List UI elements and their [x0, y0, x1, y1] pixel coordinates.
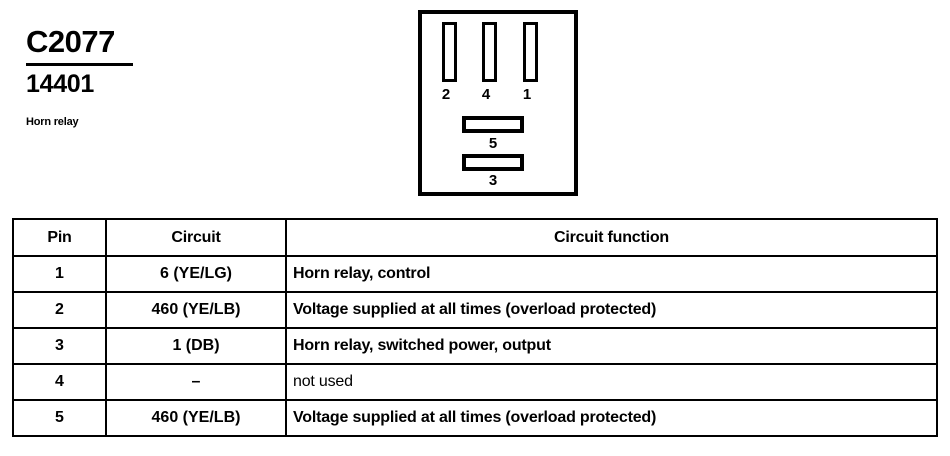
component-name: Horn relay	[26, 116, 79, 128]
connector-slot-pin-5	[462, 116, 524, 133]
connector-slot-pin-1	[523, 22, 538, 82]
column-header-circuit: Circuit	[105, 218, 287, 257]
cell-circuit: 6 (YE/LG)	[105, 255, 287, 293]
cell-pin: 5	[12, 399, 107, 437]
table-row: 1 6 (YE/LG) Horn relay, control	[12, 255, 938, 293]
cell-circuit: 460 (YE/LB)	[105, 291, 287, 329]
connector-header: C2077 14401 Horn relay	[26, 24, 206, 129]
cell-pin: 1	[12, 255, 107, 293]
connector-pin-label-1: 1	[522, 86, 532, 103]
pinout-table: Pin Circuit Circuit function 1 6 (YE/LG)…	[12, 218, 938, 437]
column-header-pin: Pin	[12, 218, 107, 257]
table-header-row: Pin Circuit Circuit function	[12, 218, 938, 257]
cell-function: not used	[285, 363, 938, 401]
cell-function: Voltage supplied at all times (overload …	[285, 291, 938, 329]
connector-pin-label-5: 5	[488, 135, 498, 152]
cell-circuit: –	[105, 363, 287, 401]
connector-code: C2077	[26, 24, 115, 59]
column-header-circuit-function: Circuit function	[285, 218, 938, 257]
table-row: 2 460 (YE/LB) Voltage supplied at all ti…	[12, 291, 938, 329]
code-underline-rule	[26, 63, 133, 66]
connector-pin-label-4: 4	[481, 86, 491, 103]
connector-slot-pin-3	[462, 154, 524, 171]
part-number: 14401	[26, 70, 95, 98]
connector-pin-label-2: 2	[441, 86, 451, 103]
cell-pin: 2	[12, 291, 107, 329]
cell-circuit: 1 (DB)	[105, 327, 287, 365]
connector-slot-pin-4	[482, 22, 497, 82]
cell-pin: 3	[12, 327, 107, 365]
connector-face-diagram: 2 4 1 5 3	[418, 10, 578, 196]
cell-circuit: 460 (YE/LB)	[105, 399, 287, 437]
table-row: 3 1 (DB) Horn relay, switched power, out…	[12, 327, 938, 365]
connector-slot-pin-2	[442, 22, 457, 82]
connector-pin-label-3: 3	[488, 172, 498, 189]
cell-pin: 4	[12, 363, 107, 401]
table-row: 5 460 (YE/LB) Voltage supplied at all ti…	[12, 399, 938, 437]
cell-function: Voltage supplied at all times (overload …	[285, 399, 938, 437]
cell-function: Horn relay, switched power, output	[285, 327, 938, 365]
cell-function: Horn relay, control	[285, 255, 938, 293]
table-row: 4 – not used	[12, 363, 938, 401]
